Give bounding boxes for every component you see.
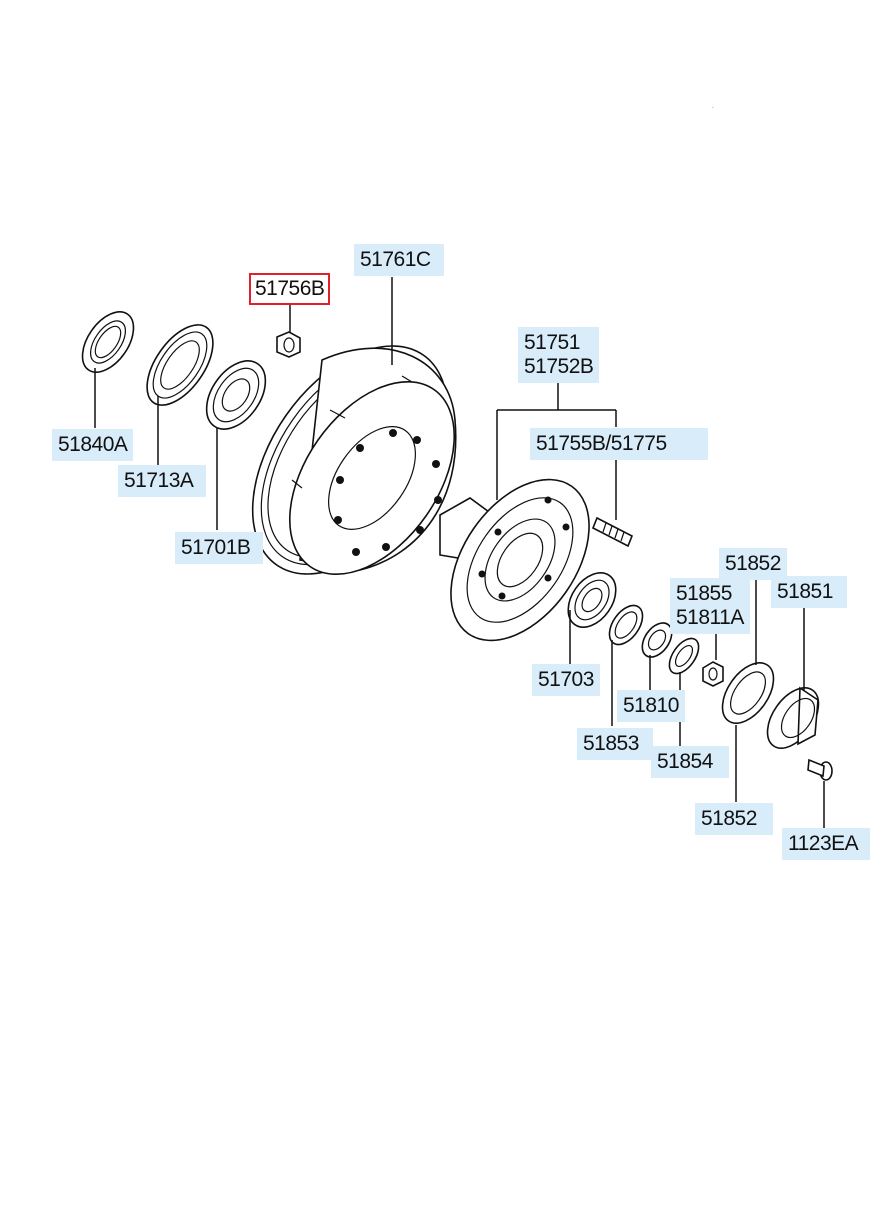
label-51751: 51751 (524, 331, 580, 354)
hub-bolt-51755b[interactable] (591, 516, 634, 548)
label-51810[interactable]: 51810 (617, 690, 685, 722)
oil-seal-51840a[interactable] (72, 303, 144, 382)
wheel-hub-51751[interactable] (423, 454, 618, 666)
label-51855-51811a[interactable]: 51855 51811A (670, 578, 750, 634)
label-51855: 51855 (676, 582, 732, 605)
label-51854[interactable]: 51854 (651, 746, 729, 778)
label-51756b[interactable]: 51756B (249, 273, 331, 305)
speck: . (712, 104, 714, 110)
gasket-51852[interactable] (712, 654, 784, 733)
label-51761c[interactable]: 51761C (354, 244, 444, 276)
label-51713a[interactable]: 51713A (118, 465, 206, 497)
bolt-1123ea[interactable] (807, 758, 833, 781)
label-51851[interactable]: 51851 (771, 576, 847, 608)
brake-drum-51761c[interactable] (213, 310, 488, 609)
nut-51855[interactable] (702, 661, 724, 687)
lock-washer-51853[interactable] (603, 600, 650, 651)
hub-cap-51851[interactable] (757, 679, 829, 758)
leader-lines (94, 277, 825, 828)
label-51701b[interactable]: 51701B (175, 532, 263, 564)
label-51752b: 51752B (524, 355, 594, 378)
washer-51854[interactable] (664, 633, 705, 678)
lock-nut-51810[interactable] (636, 618, 677, 663)
nut-51756b[interactable] (276, 331, 301, 358)
label-51703[interactable]: 51703 (532, 664, 600, 696)
label-51852-bottom[interactable]: 51852 (695, 803, 773, 835)
label-1123ea[interactable]: 1123EA (782, 828, 870, 860)
label-51840a[interactable]: 51840A (52, 429, 134, 461)
bearing-51701b[interactable] (195, 350, 278, 440)
label-51755b-51775[interactable]: 51755B/51775 (530, 428, 708, 460)
label-51853[interactable]: 51853 (577, 728, 653, 760)
label-51751-51752b[interactable]: 51751 51752B (518, 327, 600, 383)
label-51811a: 51811A (676, 606, 744, 629)
label-51852-top[interactable]: 51852 (719, 548, 787, 580)
bearing-51703[interactable] (558, 564, 625, 636)
